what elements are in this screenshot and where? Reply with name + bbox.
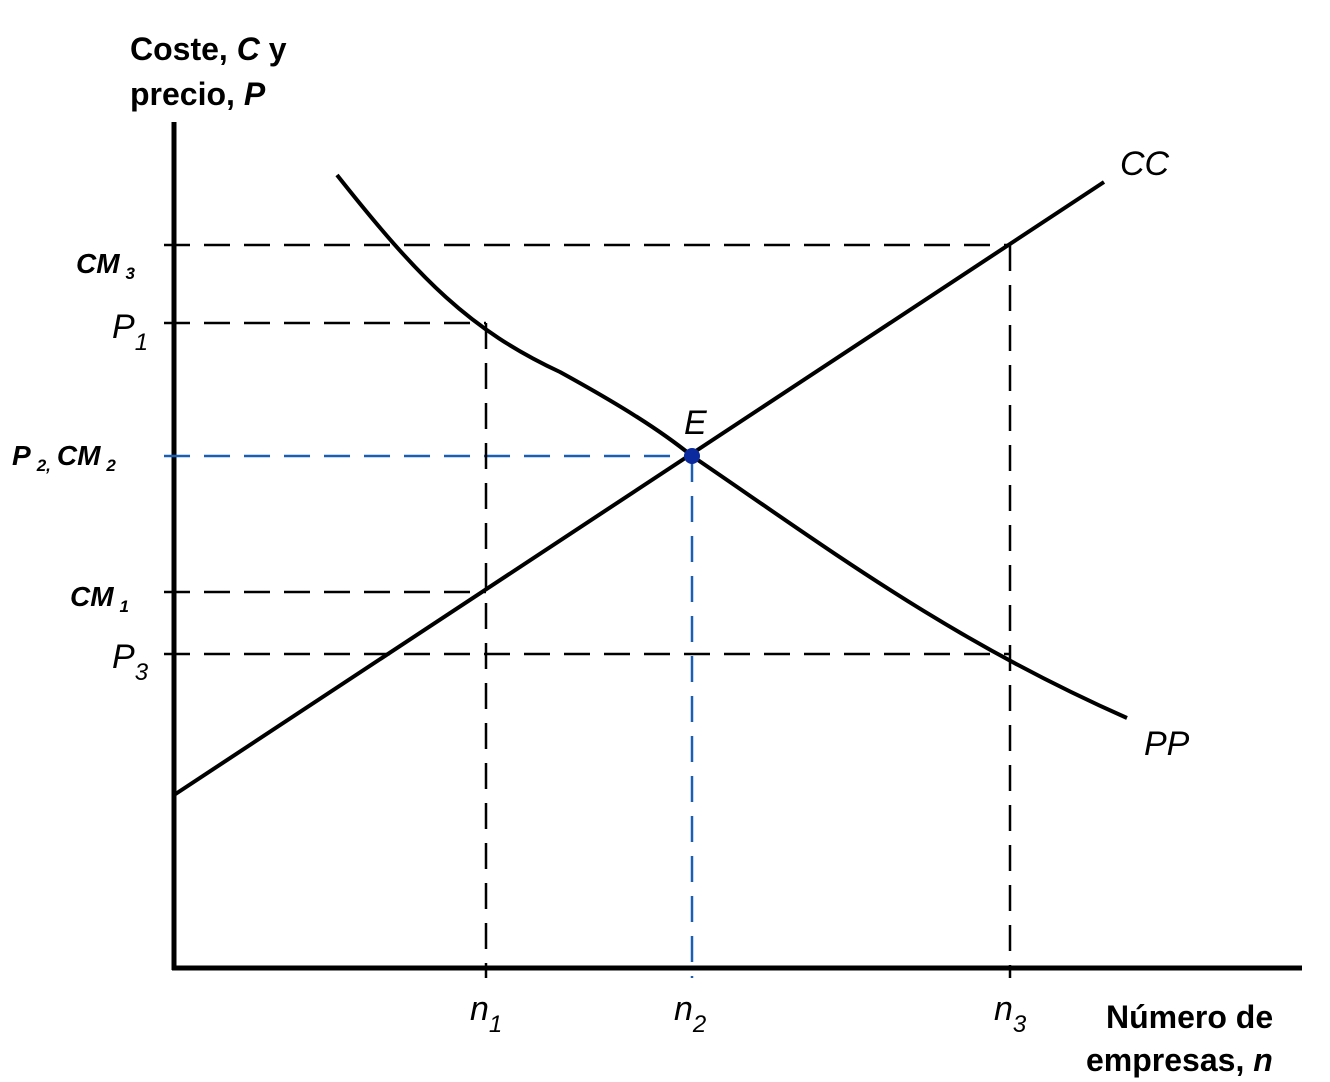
equilibrium-label: E [684, 404, 707, 442]
p1-label: P1 [112, 308, 148, 356]
cc-curve [172, 180, 1106, 797]
equilibrium-point [684, 448, 700, 464]
y-axis-title-line2: precio, P [130, 76, 266, 112]
y-title-bg [108, 14, 430, 122]
n1-label: n1 [470, 990, 502, 1038]
pp-curve [335, 173, 1128, 720]
p3-label: P3 [112, 638, 149, 686]
n3-label: n3 [994, 990, 1027, 1038]
x-axis-title-line2: empresas, n [1086, 1042, 1273, 1078]
y-axis-title-line1: Coste, C y [130, 31, 287, 67]
x-axis-title-line1: Número de [1106, 999, 1273, 1035]
cc-label: CC [1120, 145, 1170, 183]
pp-label: PP [1144, 725, 1190, 763]
n2-label: n2 [674, 990, 706, 1038]
